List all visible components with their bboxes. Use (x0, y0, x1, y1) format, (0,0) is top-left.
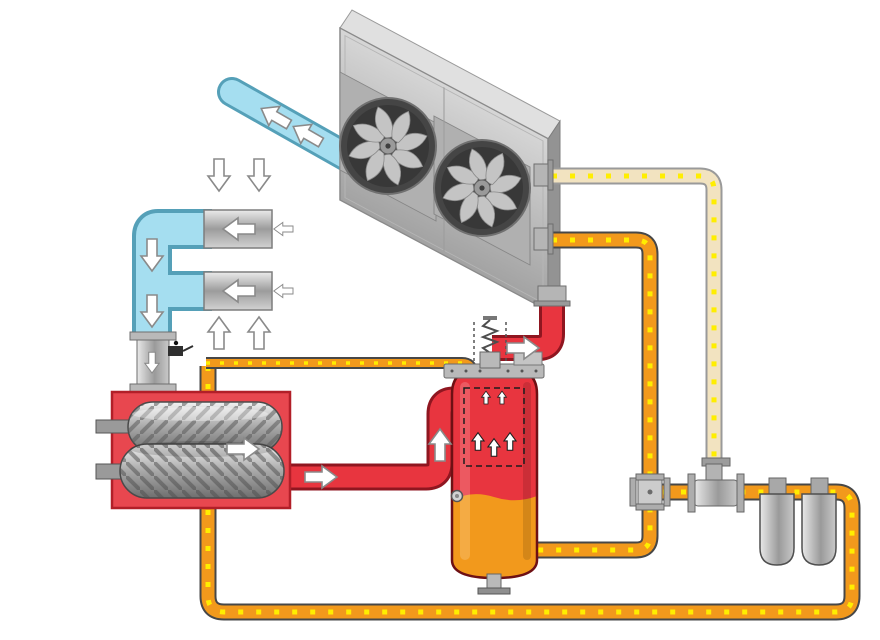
rotor-shaft-1 (95, 419, 131, 434)
filter-inlet-arrow (273, 221, 294, 237)
pipe-cross-fitting (629, 473, 671, 511)
air-oil-cooler (339, 9, 561, 313)
ambient-air-arrow-up (207, 316, 231, 350)
oil-filter-2 (801, 477, 837, 566)
oil-return-line (199, 366, 861, 621)
cooler-fan-1 (339, 97, 437, 195)
screw-rotor-bottom (119, 441, 285, 499)
tank-oil-level (452, 494, 537, 578)
inlet-valve (129, 331, 194, 393)
thermostatic-valve (687, 457, 745, 513)
inlet-valve-actuator-icon (168, 340, 194, 356)
intake-air-line (132, 209, 212, 340)
rotary-screw-airend (95, 390, 292, 510)
air-oil-separator-tank (443, 316, 545, 595)
oil-scavenge-line (206, 357, 478, 382)
separator-element (463, 387, 525, 467)
cooler-port-oil (533, 223, 554, 255)
mpv-spring-icon (480, 319, 500, 354)
cooler-fan-2 (433, 139, 531, 237)
hot-oil-line (534, 231, 659, 559)
oil-filter-1 (759, 477, 795, 566)
ambient-air-arrow-down (247, 158, 271, 192)
cooler-port-hot-inlet (533, 285, 571, 307)
ambient-air-arrow-up (247, 316, 271, 350)
cooler-port-cooled-air (533, 159, 554, 191)
tank-drain-valve (477, 573, 511, 595)
filter-inlet-arrow (273, 283, 294, 299)
cooler-end-face (547, 119, 561, 313)
minimum-pressure-valve (473, 316, 507, 369)
ambient-air-arrow-down (207, 158, 231, 192)
cooled-air-line (550, 167, 723, 478)
